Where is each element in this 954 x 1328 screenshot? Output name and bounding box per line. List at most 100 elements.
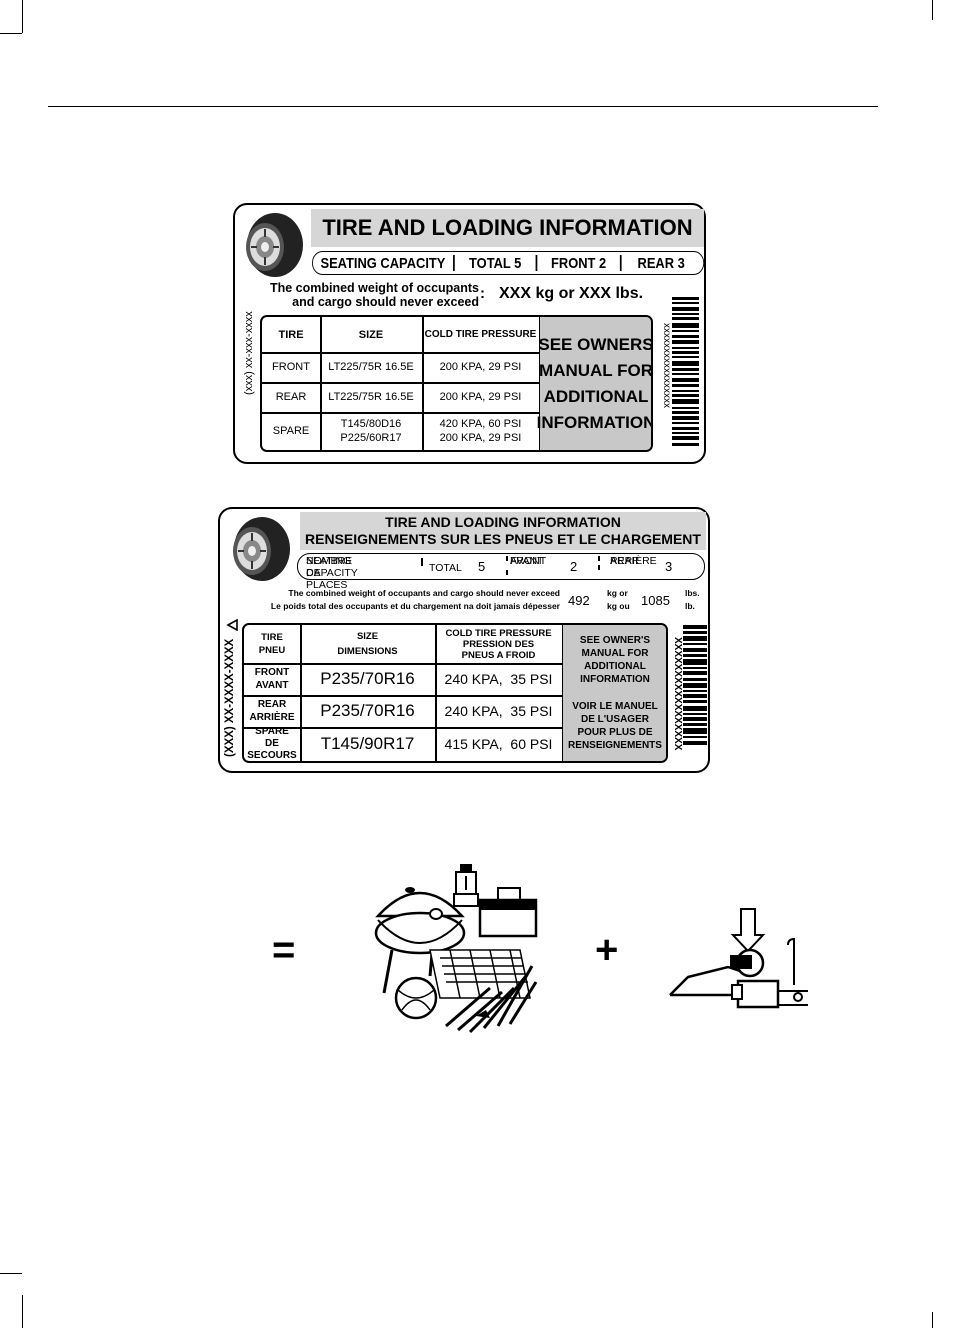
row-divider <box>262 382 539 384</box>
front-tire-en: FRONT <box>254 667 290 678</box>
combined-line-1: The combined weight of occupants <box>269 281 479 295</box>
barcode-bar <box>672 351 699 354</box>
see-owners-fr: VOIR LE MANUEL DE L'USAGER POUR PLUS DE … <box>563 700 666 752</box>
row-spare-tire: SPARE <box>272 425 310 437</box>
row-rear-pressure: 200 KPA, 29 PSI <box>439 391 522 403</box>
tire-icon <box>246 213 303 277</box>
crop-mark <box>0 33 22 34</box>
see-line-2: MANUAL FOR <box>539 360 653 380</box>
side-code: (xxx) xx-xxx-xxxx <box>243 311 255 395</box>
see-fr-1: VOIR LE MANUEL <box>572 701 658 712</box>
seating-label-en: SEATING CAPACITY <box>306 555 358 579</box>
barcode-bar <box>683 671 707 675</box>
tire-label-bilingual: TIRE AND LOADING INFORMATION RENSEIGNEME… <box>218 507 710 773</box>
barcode-bar <box>683 636 707 641</box>
see-owners-en: SEE OWNER'S MANUAL FOR ADDITIONAL INFORM… <box>563 634 666 686</box>
equals-sign: = <box>272 928 296 972</box>
row-rear-tire: REAR <box>275 391 307 403</box>
barcode-bar <box>683 690 707 692</box>
weight-limit: XXX kg or XXX lbs. <box>499 285 644 302</box>
barcode-bar <box>672 427 699 430</box>
barcode <box>683 625 707 751</box>
tire-table: TIRE SIZE COLD TIRE PRESSURE FRONT LT225… <box>260 315 653 452</box>
header-rule <box>48 106 878 107</box>
spare-size-a: T145/80D16 <box>340 418 402 430</box>
lbs-unit-fr: lb. <box>685 601 695 611</box>
barcode-bar <box>683 643 707 645</box>
barcode-bar <box>683 631 707 634</box>
label-title: TIRE AND LOADING INFORMATION RENSEIGNEME… <box>300 512 706 550</box>
barcode-bar <box>672 378 699 382</box>
barcode-bar <box>672 307 699 311</box>
front-en: FRONT <box>510 555 547 567</box>
spare-size-b: P225/60R17 <box>340 432 402 444</box>
barcode-bar <box>672 330 699 332</box>
barcode-bar <box>683 723 707 726</box>
barcode-bar <box>672 436 699 440</box>
kg-unit: kg or kg ou <box>607 587 630 613</box>
row-front-pressure: 240 KPA, 35 PSI <box>444 671 553 687</box>
header-size: SIZE DIMENSIONS <box>300 625 435 663</box>
barcode-bar <box>672 368 699 371</box>
col-divider <box>422 317 424 450</box>
row-spare-size: T145/80D16 P225/60R17 <box>320 412 422 450</box>
row-divider <box>244 727 562 729</box>
barcode-bar <box>672 347 699 349</box>
see-fr-3: POUR PLUS DE <box>577 727 653 738</box>
barcode-bar <box>683 683 707 688</box>
separator <box>535 255 538 271</box>
barcode-bar <box>683 728 707 734</box>
row-front-size: LT225/75R 16.5E <box>328 361 414 373</box>
row-divider <box>262 352 539 354</box>
barcode-bar <box>672 384 699 387</box>
label-title: TIRE AND LOADING INFORMATION <box>311 209 704 247</box>
see-en-2: MANUAL FOR <box>581 648 649 659</box>
spare-pressure-b: 200 KPA, 29 PSI <box>439 432 522 444</box>
row-spare-tire: SPARE DE SECOURS <box>244 726 300 761</box>
crop-mark <box>932 1312 933 1328</box>
row-rear-pressure: 240 KPA, 35 PSI <box>444 703 553 719</box>
see-line-3: ADDITIONAL <box>543 386 649 406</box>
separator <box>453 255 455 271</box>
spare-tire-fr: SECOURS <box>247 750 297 761</box>
rear-en: REAR <box>610 555 640 567</box>
crop-mark <box>0 1273 22 1274</box>
row-front-tire: FRONT AVANT <box>244 663 300 695</box>
rear-value: 3 <box>665 559 673 574</box>
barcode-bar <box>672 297 699 300</box>
see-line-1: SEE OWNERS <box>538 334 653 354</box>
barcode-bar <box>683 625 707 629</box>
see-owners-manual: SEE OWNER'S MANUAL FOR ADDITIONAL INFORM… <box>562 625 666 761</box>
barcode-bar <box>672 443 699 446</box>
tongue-load-icon <box>669 908 808 1009</box>
col-divider <box>435 625 437 761</box>
row-spare-pressure: 415 KPA, 60 PSI <box>444 736 553 752</box>
lbs-unit-en: lbs. <box>685 588 700 598</box>
row-divider <box>262 412 539 414</box>
barcode-bar <box>672 313 699 315</box>
row-rear-tire: REAR ARRIÈRE <box>244 695 300 727</box>
row-divider <box>244 695 562 697</box>
barcode-bar <box>672 399 699 404</box>
barcode-bar <box>683 700 707 703</box>
header-pressure: COLD TIRE PRESSURE PRESSION DES PNEUS A … <box>435 625 562 663</box>
row-divider <box>244 663 562 665</box>
col-divider <box>320 317 322 450</box>
separator-dots <box>598 556 600 576</box>
barcode <box>672 297 699 451</box>
tire-icon <box>233 517 290 581</box>
header-size: SIZE <box>358 328 384 341</box>
row-front-size: P235/70R16 <box>320 669 415 688</box>
barcode-code: xxxxxxxxxxxxxxxxx <box>661 323 672 408</box>
tire-table: TIRE PNEU SIZE DIMENSIONS COLD TIRE PRES… <box>242 623 668 763</box>
barcode-bar <box>672 422 699 424</box>
seating-rear: REAR 3 <box>637 254 685 272</box>
total-value: 5 <box>478 559 486 574</box>
total-label: TOTAL <box>429 562 462 574</box>
barcode-bar <box>683 648 707 652</box>
rear-fr: ARRIÈRE <box>610 555 657 567</box>
barcode-bar <box>683 659 707 665</box>
cargo-icon <box>374 864 538 1034</box>
seating-capacity-bar: SEATING CAPACITY TOTAL 5 FRONT 2 REAR 3 <box>312 251 705 275</box>
row-spare-pressure: 420 KPA, 60 PSI 200 KPA, 29 PSI <box>422 412 539 450</box>
